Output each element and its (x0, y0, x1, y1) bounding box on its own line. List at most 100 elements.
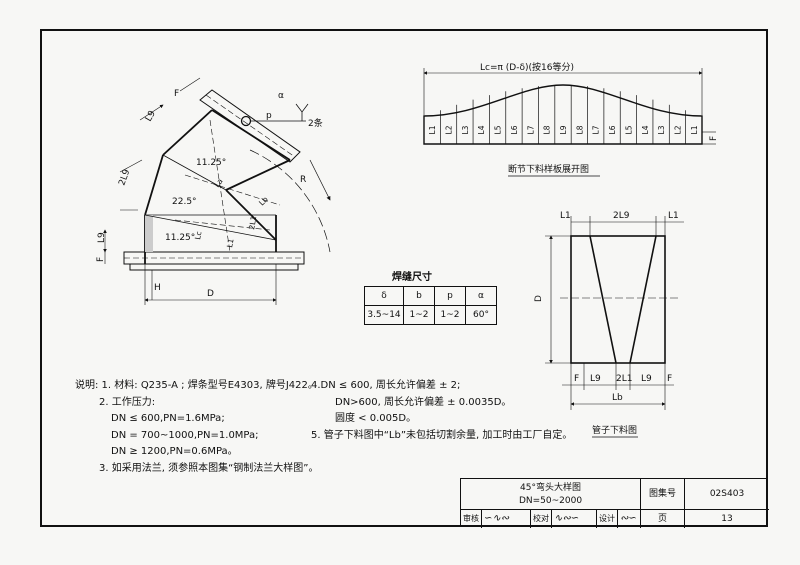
development-segments: L1 L2 L3 L4 L5 L6 L7 L8 L9 L8 L7 L6 L5 L4 L3 L2 L1 (428, 85, 699, 144)
note-5: 5. 管子下料图中“Lb”未包括切割余量, 加工时由工厂自定。 (311, 429, 573, 441)
dim-lb: Lb (257, 195, 270, 208)
note-4: 4.DN ≤ 600, 周长允许偏差 ± 2; (311, 380, 461, 391)
notes-col2: 4.DN ≤ 600, 周长允许偏差 ± 2; DN>600, 周长允许偏差 ±… (311, 378, 601, 444)
weld-v-b: 1~2 (403, 305, 435, 325)
weld-h-alpha: α (465, 286, 497, 306)
notes-col1: 说明: 1. 材料: Q235-A ; 焊条型号E4303, 牌号J422。 2… (75, 378, 319, 477)
dev-segment-label: L1 (690, 125, 699, 134)
title-block: 45°弯头大样图 DN=50~2000 图集号 02S403 审核∽∿∾校对∿∾… (460, 478, 769, 528)
dev-segment-label: L8 (575, 125, 584, 134)
dev-f: F (709, 136, 719, 141)
drawing-name: 45°弯头大样图 DN=50~2000 (461, 479, 641, 510)
dim-lc: Lc (193, 231, 203, 241)
weld-v-alpha: 60° (465, 305, 497, 325)
weld-table-title: 焊缝尺寸 (392, 272, 432, 283)
dim-f-top: F (174, 89, 179, 99)
dev-segment-label: L7 (592, 125, 601, 134)
note-2b: DN = 700~1000,PN=1.0MPa; (111, 429, 259, 441)
review-signature: ∽∿∾ (482, 510, 531, 528)
top-flange (199, 89, 301, 163)
dim-l9-left: L9 (97, 232, 107, 243)
dev-caption: 断节下料样板展开图 (508, 163, 589, 175)
dim-la: La (212, 177, 224, 189)
development-labels: Lc=π (D-δ)(按16等分) F 断节下料样板展开图 (480, 61, 719, 177)
weld-h-b: b (403, 286, 435, 306)
drawing-range: DN=50~2000 (518, 496, 583, 506)
dim-l1: L1 (225, 238, 235, 249)
dev-segment-label: L9 (559, 125, 568, 134)
weld-table: δ b p α 3.5~14 1~2 1~2 60° (364, 286, 497, 325)
dev-segment-label: L4 (477, 125, 486, 134)
elbow-view (103, 77, 331, 305)
dev-segment-label: L1 (428, 125, 437, 134)
weld-count-label: 2条 (308, 117, 323, 129)
review-label: 审核 (461, 510, 482, 528)
cut-labels: L1 2L9 L1 D F L9 2L1 L9 F Lb 管子下料图 (534, 211, 679, 438)
dev-segment-label: L5 (624, 125, 633, 134)
cut-top-l1-right: L1 (668, 211, 679, 221)
dim-f-left: F (96, 257, 106, 262)
note-3: 3. 如采用法兰, 须参照本图集“钢制法兰大样图”。 (99, 462, 319, 474)
weld-h-delta: δ (364, 286, 404, 306)
dev-segment-label: L7 (526, 125, 535, 134)
check-signature: ∿∾∽ (552, 510, 597, 528)
sign-row: 审核∽∿∾校对∿∾∽设计∾∽ (461, 510, 641, 528)
dev-segment-label: L2 (673, 125, 682, 134)
design-label: 设计 (597, 510, 618, 528)
cut-view (545, 216, 684, 410)
cut-d: D (534, 295, 544, 302)
dev-top-dim: Lc=π (D-δ)(按16等分) (480, 61, 574, 73)
note-1: 说明: 1. 材料: Q235-A ; 焊条型号E4303, 牌号J422。 (75, 380, 318, 391)
cut-bot-f-right: F (667, 374, 672, 384)
cut-bot-2l1: 2L1 (616, 374, 632, 384)
cut-bot-l9-left: L9 (590, 374, 601, 384)
cut-top-l1-left: L1 (560, 211, 571, 221)
elbow-labels: F L9 p α 2条 11.25° 22.5° 11.25° 2L9 La L… (96, 89, 323, 299)
dev-segment-label: L5 (494, 125, 503, 134)
angle-bottom: 11.25° (165, 233, 195, 243)
cut-caption: 管子下料图 (592, 424, 637, 436)
weld-v-delta: 3.5~14 (364, 305, 404, 325)
flange-lower (129, 263, 299, 271)
dev-segment-label: L6 (608, 125, 617, 134)
dev-segment-label: L6 (510, 125, 519, 134)
dim-l9-top: L9 (144, 109, 158, 124)
drawing-frame (40, 29, 768, 527)
page-value: 13 (721, 514, 733, 524)
dim-r: R (300, 175, 306, 185)
atlas-value: 02S403 (685, 479, 769, 510)
dev-segment-label: L4 (641, 125, 650, 134)
note-4a: DN>600, 周长允许偏差 ± 0.0035D。 (335, 396, 512, 408)
dim-h: H (154, 283, 161, 293)
drawing-title: 45°弯头大样图 (520, 483, 581, 493)
weld-header-row: δ b p α (364, 286, 497, 306)
weld-v-p: 1~2 (434, 305, 466, 325)
development-view (423, 68, 716, 145)
angle-top: 11.25° (196, 158, 226, 168)
note-2a: DN ≤ 600,PN=1.6MPa; (111, 413, 225, 424)
note-2: 2. 工作压力: (99, 396, 156, 408)
notes: 说明: 1. 材料: Q235-A ; 焊条型号E4303, 牌号J422。 2… (75, 378, 595, 488)
note-4b: 圆度 < 0.005D。 (335, 413, 417, 424)
weld-alpha-label: α (278, 91, 284, 101)
design-signature: ∾∽ (620, 513, 637, 524)
dev-segment-label: L8 (543, 125, 552, 134)
dev-segment-label: L3 (461, 125, 470, 134)
note-2c: DN ≥ 1200,PN=0.6MPa。 (111, 446, 238, 457)
dev-segment-label: L2 (445, 125, 454, 134)
weld-value-row: 3.5~14 1~2 1~2 60° (364, 305, 497, 325)
dim-2l9: 2L9 (117, 168, 132, 187)
check-label: 校对 (531, 510, 552, 528)
dim-d: D (207, 289, 214, 299)
weld-h-p: p (434, 286, 466, 306)
cut-bot-l9-right: L9 (641, 374, 652, 384)
angle-mid: 22.5° (172, 197, 197, 207)
cut-lb: Lb (612, 393, 623, 403)
atlas-key: 图集号 (641, 479, 685, 510)
cut-top-2l9: 2L9 (613, 211, 630, 221)
cut-bot-f-left: F (574, 374, 579, 384)
page-key: 页 (641, 510, 685, 528)
dim-2l1: 2L1 (247, 215, 258, 230)
dev-segment-label: L3 (657, 125, 666, 134)
